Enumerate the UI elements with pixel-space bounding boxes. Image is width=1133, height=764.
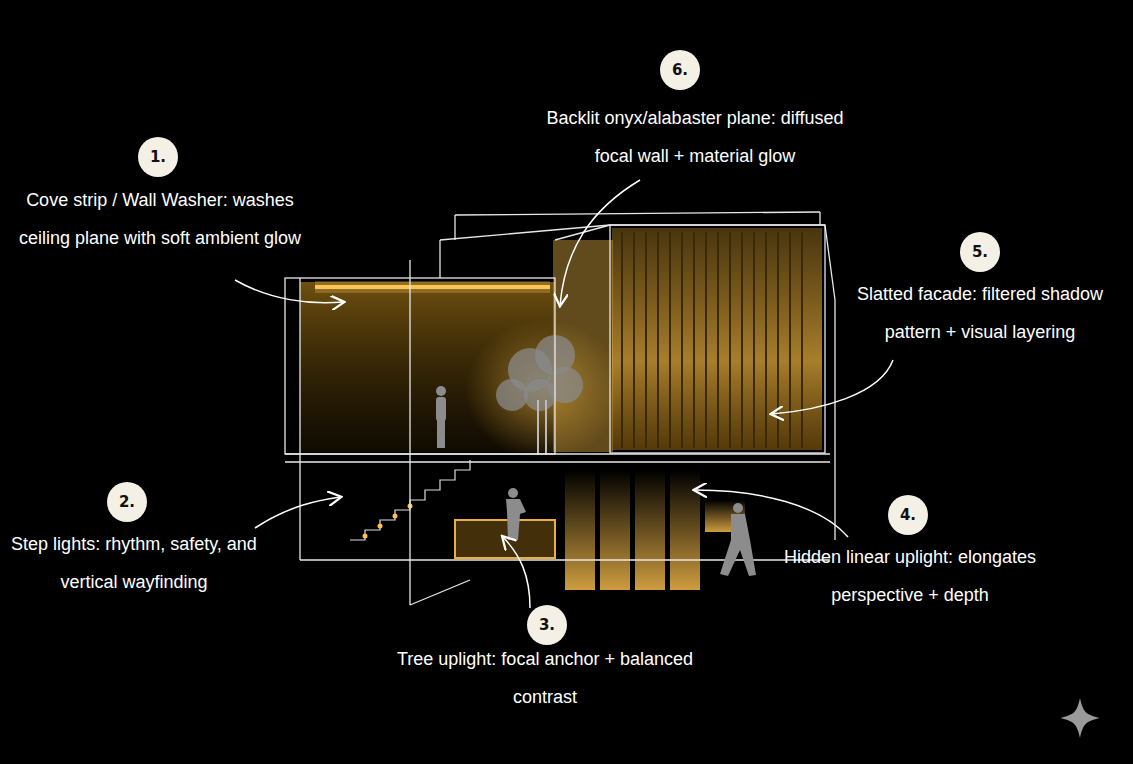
callout-number-text: 2. xyxy=(119,493,135,511)
callout-number: 3. xyxy=(527,605,567,645)
callout-description: Slatted facade: filtered shadow pattern … xyxy=(845,275,1115,351)
callout-number-text: 1. xyxy=(150,148,166,166)
callout-number-text: 6. xyxy=(672,61,688,79)
callout-description: Step lights: rhythm, safety, and vertica… xyxy=(4,525,264,601)
callout-description: Tree uplight: focal anchor + balanced co… xyxy=(390,640,700,716)
callout-number: 2. xyxy=(107,482,147,522)
callout-description: Cove strip / Wall Washer: washes ceiling… xyxy=(10,181,310,257)
callout-number: 6. xyxy=(660,50,700,90)
callout-description: Hidden linear uplight: elongates perspec… xyxy=(760,538,1060,614)
callout-number: 5. xyxy=(960,232,1000,272)
callout-number-text: 3. xyxy=(539,616,555,634)
callout-number-text: 5. xyxy=(972,243,988,261)
callout-number-text: 4. xyxy=(900,506,916,524)
callout-number: 1. xyxy=(138,137,178,177)
callout-description: Backlit onyx/alabaster plane: diffused f… xyxy=(545,99,845,175)
callout-number: 4. xyxy=(888,495,928,535)
